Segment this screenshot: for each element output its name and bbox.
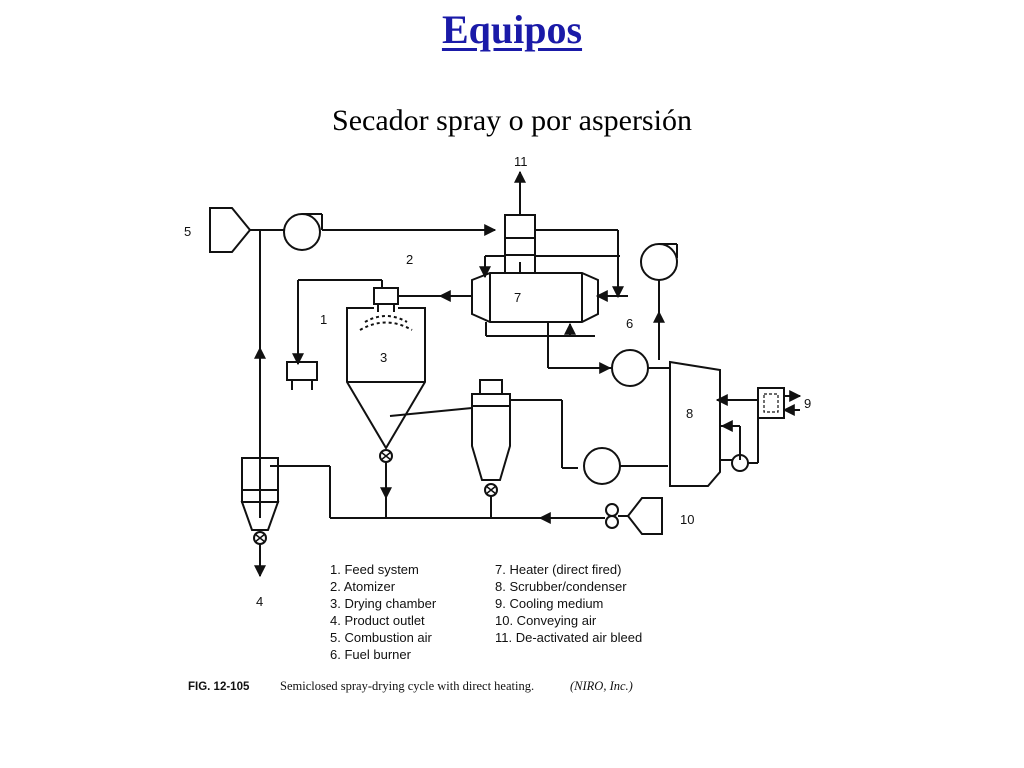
product-outlet-shape	[240, 457, 280, 545]
heater-shape	[471, 272, 599, 323]
diagram-legend: 1. Feed system 2. Atomizer 3. Drying cha…	[330, 562, 642, 662]
label-7: 7	[514, 290, 521, 305]
scrubber-condenser-shape	[669, 360, 721, 487]
atomizer-shape	[373, 287, 399, 312]
heater-fan-shape	[640, 243, 678, 281]
figure-tag: FIG. 12-105	[188, 681, 250, 693]
label-1: 1	[320, 312, 327, 327]
label-3: 3	[380, 350, 387, 365]
label-9: 9	[804, 396, 811, 411]
recycle-fan-shape	[583, 447, 668, 485]
drying-chamber-shape	[346, 307, 426, 463]
legend-item-3: 3. Drying chamber	[330, 596, 437, 611]
mid-fan-shape	[611, 349, 670, 387]
conveying-air-fan-shape	[605, 497, 663, 535]
slide-title: Equipos	[441, 7, 583, 52]
label-11: 11	[514, 154, 528, 169]
figure-caption: Semiclosed spray-drying cycle with direc…	[280, 679, 534, 693]
combustion-air-inlet-shape	[209, 207, 260, 253]
label-2: 2	[406, 252, 413, 267]
feed-system-shape	[286, 361, 318, 390]
label-10: 10	[680, 512, 694, 527]
legend-item-2: 2. Atomizer	[330, 579, 396, 594]
legend-item-1: 1. Feed system	[330, 562, 419, 577]
legend-item-4: 4. Product outlet	[330, 613, 425, 628]
legend-item-7: 7. Heater (direct fired)	[495, 562, 621, 577]
cooling-medium-shape	[757, 387, 785, 419]
label-5: 5	[184, 224, 191, 239]
figure-source: (NIRO, Inc.)	[570, 679, 633, 693]
label-4: 4	[256, 594, 263, 609]
spray-dryer-diagram: 5 2 1 3 7 6 11 8 9 10 4 1. Feed system 2…	[150, 150, 840, 710]
legend-item-8: 8. Scrubber/condenser	[495, 579, 627, 594]
legend-item-9: 9. Cooling medium	[495, 596, 603, 611]
legend-item-5: 5. Combustion air	[330, 630, 433, 645]
slide-subtitle: Secador spray o por aspersión	[332, 104, 692, 137]
label-6: 6	[626, 316, 633, 331]
legend-item-6: 6. Fuel burner	[330, 647, 412, 662]
legend-item-11: 11. De-activated air bleed	[495, 630, 642, 645]
cyclone-shape	[471, 379, 511, 497]
legend-item-10: 10. Conveying air	[495, 613, 597, 628]
combustion-air-fan-shape	[283, 213, 323, 251]
label-8: 8	[686, 406, 693, 421]
